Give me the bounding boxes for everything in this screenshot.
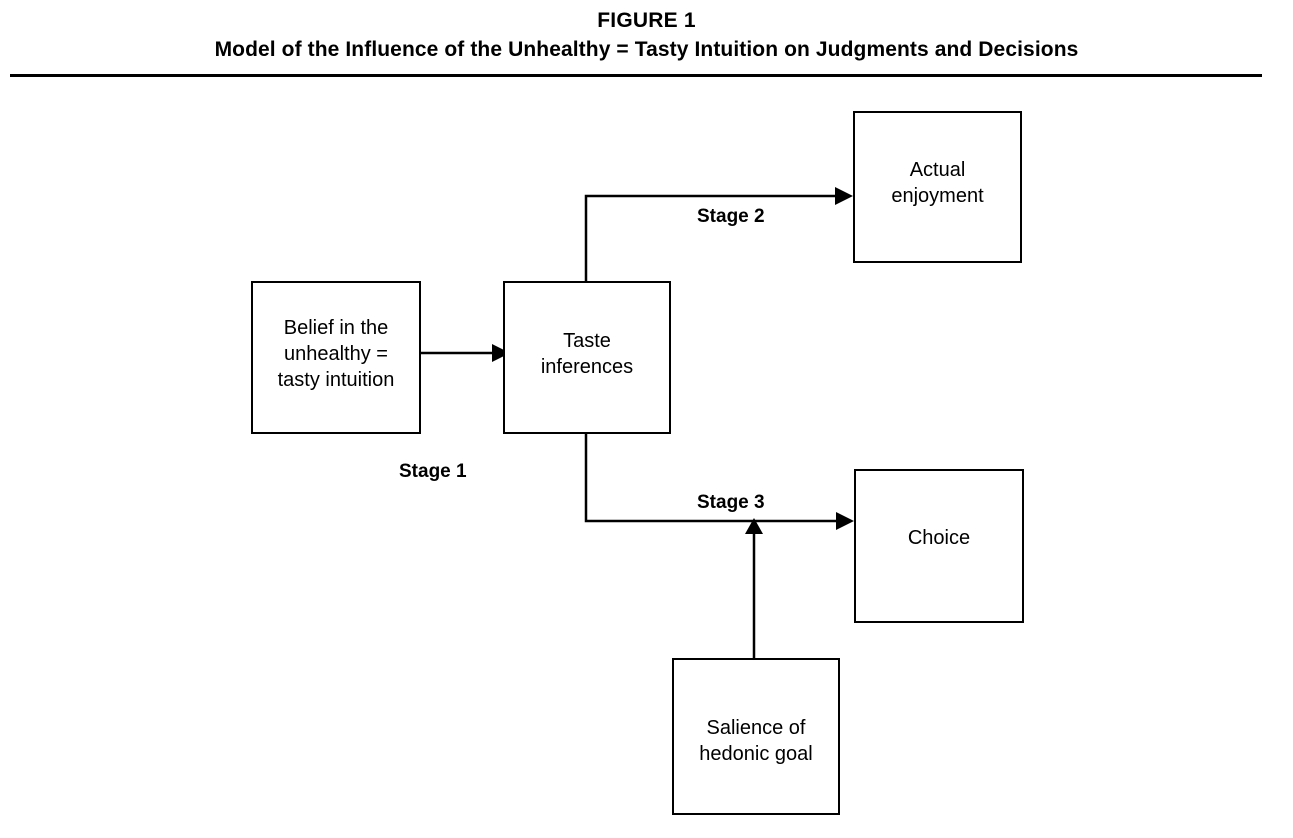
figure-caption: Model of the Influence of the Unhealthy … bbox=[214, 38, 1079, 61]
edge-taste-to-enjoyment bbox=[584, 187, 853, 281]
node-actual-enjoyment[interactable]: Actual enjoyment bbox=[853, 111, 1022, 263]
node-choice[interactable]: Choice bbox=[854, 469, 1024, 623]
node-label: Actual enjoyment bbox=[891, 159, 984, 207]
node-salience-of-hedonic-goal[interactable]: Salience of hedonic goal bbox=[672, 658, 840, 815]
figure-title-block: FIGURE 1 Model of the Influence of the U… bbox=[0, 8, 1293, 63]
node-taste-inferences[interactable]: Taste inferences bbox=[503, 281, 671, 434]
node-label: Belief in the unhealthy = tasty intuitio… bbox=[277, 316, 395, 391]
figure-number: FIGURE 1 bbox=[597, 9, 696, 32]
title-divider-rule bbox=[10, 74, 1262, 77]
edge-taste-to-choice bbox=[584, 434, 854, 530]
stage-1-label: Stage 1 bbox=[399, 461, 467, 482]
edge-salience-to-stage3 bbox=[745, 518, 763, 658]
edge-belief-to-taste bbox=[421, 344, 510, 362]
node-belief-in-unhealthy-tasty-intuition[interactable]: Belief in the unhealthy = tasty intuitio… bbox=[251, 281, 421, 434]
node-label: Taste inferences bbox=[540, 329, 634, 378]
node-label: Salience of hedonic goal bbox=[699, 716, 813, 765]
stage-2-label: Stage 2 bbox=[697, 206, 765, 227]
stage-3-label: Stage 3 bbox=[697, 492, 765, 513]
node-label: Choice bbox=[907, 527, 971, 549]
